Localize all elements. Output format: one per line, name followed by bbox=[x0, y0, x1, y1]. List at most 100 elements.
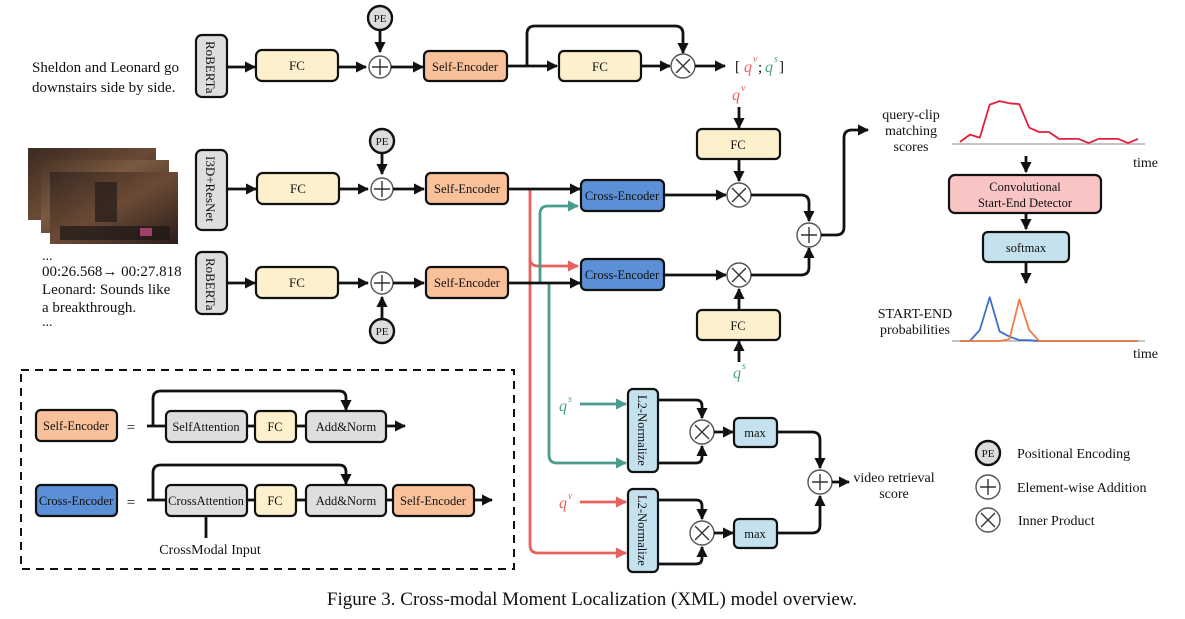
prob-label-1: START-END bbox=[878, 307, 953, 322]
legend-pe-icon: PE bbox=[974, 439, 1002, 467]
retrieval-qv-label: q bbox=[559, 495, 567, 512]
encoder-definition-legend: Self-Encoder = SelfAttention FC Add&Norm… bbox=[20, 369, 515, 570]
query-branch: Sheldon and Leonard go downstairs side b… bbox=[32, 4, 784, 99]
fusion-inner-product-bottom-icon bbox=[726, 262, 752, 288]
cross-encoder-bottom-label: Cross-Encoder bbox=[585, 268, 660, 282]
retrieval-score-label-2: score bbox=[879, 487, 909, 502]
cross-encoder-top-label: Cross-Encoder bbox=[585, 189, 660, 203]
svg-text:[: [ bbox=[735, 59, 740, 75]
series-end-line bbox=[960, 298, 1138, 342]
query-add-icon bbox=[368, 55, 392, 79]
max-top-label: max bbox=[744, 426, 766, 440]
legend-positional-encoding-label: Positional Encoding bbox=[1017, 447, 1130, 462]
symbol-legend: PE Positional Encoding Element-wise Addi… bbox=[974, 439, 1146, 533]
retrieval-score-label-1: video retrieval bbox=[853, 471, 934, 486]
l2-normalize-bottom-box bbox=[626, 487, 660, 574]
svg-text:v: v bbox=[741, 83, 746, 94]
subtitle-branch: ... 00:26.568→ 00:27.818 Leonard: Sounds… bbox=[42, 249, 510, 345]
crossmodal-input-label: CrossModal Input bbox=[159, 543, 261, 558]
retrieval-qs-label: q bbox=[559, 398, 567, 415]
subtitle-add-icon bbox=[370, 271, 394, 295]
query-fc2-label: FC bbox=[592, 59, 608, 74]
svg-text:PE: PE bbox=[374, 13, 387, 25]
legend-addition-label: Element-wise Addition bbox=[1017, 481, 1146, 496]
scores-label-2: matching bbox=[885, 124, 937, 139]
subtitle-ellipsis-bottom: ... bbox=[42, 315, 53, 330]
svg-text:=: = bbox=[127, 420, 135, 436]
legend-cross-encoder-box bbox=[34, 483, 119, 518]
scores-label-3: scores bbox=[894, 140, 929, 155]
svg-text:s: s bbox=[568, 394, 572, 405]
add-norm-2-label: Add&Norm bbox=[316, 494, 377, 508]
time-label-top: time bbox=[1133, 156, 1158, 171]
retrieval-inner-product-bottom-icon bbox=[689, 520, 715, 546]
svg-text:q: q bbox=[765, 59, 773, 76]
subtitle-line2: a breakthrough. bbox=[42, 300, 136, 316]
svg-text:PE: PE bbox=[982, 448, 995, 460]
legend-self-encoder-label: Self-Encoder bbox=[43, 419, 110, 433]
svg-text:]: ] bbox=[779, 59, 784, 75]
subtitle-ellipsis-top: ... bbox=[42, 249, 53, 264]
start-end-probabilities-chart bbox=[952, 296, 1145, 342]
query-inner-product-icon bbox=[670, 53, 696, 79]
legend-inner-product-label: Inner Product bbox=[1018, 514, 1095, 529]
l2-normalize-top-label: L2-Normalize bbox=[635, 395, 649, 466]
subtitle-roberta-label: RoBERTa bbox=[203, 258, 218, 311]
query-fc-box bbox=[254, 48, 340, 83]
softmax-label: softmax bbox=[1006, 241, 1047, 255]
self-attention-label: SelfAttention bbox=[172, 420, 240, 434]
fusion-qs-label: q bbox=[733, 365, 741, 382]
svg-text:PE: PE bbox=[376, 326, 389, 338]
retrieval-add-icon bbox=[807, 469, 833, 495]
video-self-encoder-label: Self-Encoder bbox=[434, 182, 501, 196]
query-text-line2: downstairs side by side. bbox=[32, 80, 175, 96]
video-branch: I3D+ResNet FC PE Self-Encoder bbox=[28, 127, 510, 244]
svg-text:;: ; bbox=[758, 60, 762, 76]
subtitle-line1: Leonard: Sounds like bbox=[42, 282, 171, 298]
query-text-line1: Sheldon and Leonard go bbox=[32, 60, 179, 76]
matching-scores-chart bbox=[952, 100, 1145, 145]
retrieval-inner-product-top-icon bbox=[689, 419, 715, 445]
l2-normalize-bottom-label: L2-Normalize bbox=[635, 495, 649, 566]
video-fc-label: FC bbox=[290, 181, 306, 196]
fusion-fc-bottom-label: FC bbox=[730, 319, 745, 333]
query-fc-label: FC bbox=[289, 58, 305, 73]
scores-label-1: query-clip bbox=[882, 108, 940, 123]
svg-text:s: s bbox=[774, 54, 778, 65]
fusion-qv-label: q bbox=[732, 87, 740, 104]
detector-label-1: Convolutional bbox=[989, 180, 1061, 194]
cross-attention-label: CrossAttention bbox=[168, 494, 244, 508]
legend-cross-encoder-label: Cross-Encoder bbox=[39, 494, 114, 508]
svg-text:v: v bbox=[753, 54, 758, 65]
legend-addition-icon bbox=[975, 474, 1001, 500]
legend-self-encoder-box bbox=[34, 408, 119, 443]
query-roberta-label: RoBERTa bbox=[203, 41, 218, 94]
detector-label-2: Start-End Detector bbox=[978, 196, 1073, 210]
subtitle-self-encoder-label: Self-Encoder bbox=[434, 276, 501, 290]
video-add-icon bbox=[370, 177, 394, 201]
svg-text:s: s bbox=[742, 361, 746, 372]
figure-caption: Figure 3. Cross-modal Moment Localizatio… bbox=[327, 589, 857, 610]
fusion-inner-product-top-icon bbox=[726, 182, 752, 208]
max-bottom-label: max bbox=[744, 527, 766, 541]
localization-section: query-clip matching scores time Convolut… bbox=[878, 100, 1158, 362]
fusion-section: Cross-Encoder Cross-Encoder q v FC FC q … bbox=[508, 83, 870, 559]
l2-normalize-top-box bbox=[626, 387, 660, 474]
subtitle-fc-label: FC bbox=[289, 275, 305, 290]
query-self-encoder-label: Self-Encoder bbox=[432, 60, 499, 74]
add-norm-1-label: Add&Norm bbox=[316, 420, 377, 434]
retrieval-section: q s q v L2-Normalize L2-Normalize max ma… bbox=[559, 387, 935, 574]
series-start-line bbox=[960, 296, 1138, 342]
time-label-bottom: time bbox=[1133, 347, 1158, 362]
svg-text:q: q bbox=[744, 59, 752, 76]
subtitle-timestamp: 00:26.568→ 00:27.818 bbox=[42, 264, 182, 280]
fusion-add-icon bbox=[796, 222, 822, 248]
svg-text:v: v bbox=[568, 491, 573, 502]
prob-label-2: probabilities bbox=[880, 323, 950, 338]
svg-text:FC: FC bbox=[267, 494, 282, 508]
video-backbone-label: I3D+ResNet bbox=[203, 156, 218, 222]
svg-text:Self-Encoder: Self-Encoder bbox=[400, 494, 467, 508]
fusion-fc-top-label: FC bbox=[730, 138, 745, 152]
legend-inner-product-icon bbox=[975, 507, 1001, 533]
